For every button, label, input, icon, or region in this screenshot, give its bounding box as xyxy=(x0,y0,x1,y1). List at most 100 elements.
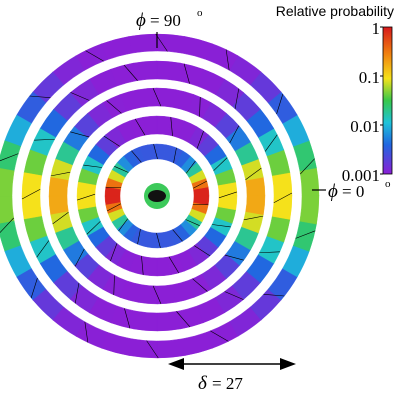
ring-2-marker xyxy=(105,186,122,189)
ring-2-marker xyxy=(118,218,128,232)
ring-2-marker xyxy=(193,180,207,189)
center-hub xyxy=(144,183,170,209)
ring-3-marker xyxy=(168,256,180,274)
ring-6-marker xyxy=(84,321,89,343)
ring-5-marker xyxy=(124,308,131,329)
ring-3-marker xyxy=(196,130,204,149)
ring-6-marker xyxy=(225,49,230,71)
ring-3-marker xyxy=(212,224,231,228)
ring-4-marker xyxy=(152,87,162,107)
ring-3-marker xyxy=(170,117,173,137)
ring-3-marker xyxy=(86,221,101,235)
ring-5-marker xyxy=(176,311,191,328)
colorbar-gradient xyxy=(382,26,393,175)
ring-4-sector xyxy=(245,195,266,215)
ring-4-marker xyxy=(152,285,162,305)
hub-core xyxy=(148,190,166,202)
ring-5-marker xyxy=(34,138,55,141)
ring-2-marker xyxy=(156,232,161,248)
ring-5-marker xyxy=(123,64,138,81)
ring-3-marker xyxy=(218,191,237,199)
ring-6-sector xyxy=(128,33,158,54)
ring-3-marker xyxy=(141,255,144,275)
ring-3-marker xyxy=(134,118,146,136)
ring-5-sector xyxy=(132,60,158,82)
ring-6-marker xyxy=(85,50,104,62)
delta-symbol: δ xyxy=(198,373,208,392)
ring-6-marker xyxy=(29,95,51,98)
ring-sectors xyxy=(0,33,320,359)
ring-4-marker xyxy=(229,125,240,144)
ring-5-marker xyxy=(234,88,240,109)
colorbar-title: Relative probability xyxy=(276,3,394,19)
ring-6-sector xyxy=(292,220,317,252)
colorbar-tick-label: 0.1 xyxy=(359,68,380,87)
ring-6-marker xyxy=(0,153,19,162)
ring-6-sector xyxy=(128,338,158,359)
ring-6-sector xyxy=(156,33,186,54)
ring-5-marker xyxy=(224,291,244,300)
ring-6-sector xyxy=(0,195,15,225)
ring-2-marker xyxy=(172,229,183,242)
ring-5-sector xyxy=(156,310,182,332)
ring-4-marker xyxy=(106,100,122,114)
ring-3-marker xyxy=(103,135,120,147)
ring-6-marker xyxy=(210,330,229,342)
colorbar-ticks: 1 0.1 0.01 0.001 xyxy=(342,19,383,185)
colorbar-tick-label: 0.001 xyxy=(342,166,380,185)
ring-4-sector xyxy=(156,87,176,108)
ring-6-sector xyxy=(181,36,213,61)
ring-5-marker xyxy=(183,63,190,84)
colorbar-tick-label: 1 xyxy=(372,19,381,38)
ring-3-marker xyxy=(83,164,102,168)
ring-6-marker xyxy=(146,340,159,359)
ring-5-sector xyxy=(271,171,293,197)
ring-6-marker xyxy=(300,158,315,175)
ring-2-marker xyxy=(192,203,209,206)
ring-6-marker xyxy=(30,277,38,299)
ring-5-marker xyxy=(70,92,90,101)
ring-4-marker xyxy=(199,97,201,117)
ring-4-sector xyxy=(48,177,69,197)
ring-5-sector xyxy=(21,172,43,197)
delta-arrow-right-head xyxy=(280,358,296,370)
ring-6-sector xyxy=(156,338,186,359)
ring-4-marker xyxy=(52,211,69,225)
phi-top-label: = 90 xyxy=(150,11,181,30)
delta-arrow-left-head xyxy=(168,358,184,370)
ring-3-marker xyxy=(110,243,118,262)
ring-2-marker xyxy=(107,203,121,212)
ring-6-sector xyxy=(0,140,22,172)
ring-3-marker xyxy=(77,193,96,201)
ring-2-marker xyxy=(153,144,158,160)
ring-5-sector xyxy=(156,60,181,82)
ring-5-marker xyxy=(74,283,80,304)
ring-2-marker xyxy=(173,147,177,163)
ring-4-marker xyxy=(245,167,262,181)
ring-5-marker xyxy=(21,189,41,200)
delta-label: = 27 xyxy=(212,374,243,392)
phi-top-degree: o xyxy=(197,7,203,19)
colorbar-tick-label: 0.01 xyxy=(350,117,380,136)
ring-5-marker xyxy=(36,240,50,258)
ring-5-marker xyxy=(264,134,278,152)
ring-4-sector xyxy=(138,284,158,305)
ring-4-marker xyxy=(243,215,264,221)
ring-3-marker xyxy=(194,245,211,257)
phi-top-symbol: ϕ xyxy=(136,10,146,31)
ring-4-marker xyxy=(50,171,71,177)
phi-right-label: = 0 xyxy=(342,182,364,201)
ring-6-sector xyxy=(299,195,320,225)
ring-2-sector xyxy=(193,195,210,206)
ring-5-sector xyxy=(271,195,293,220)
ring-2-marker xyxy=(114,166,129,173)
phi-right-symbol: ϕ xyxy=(328,181,338,202)
ring-6-marker xyxy=(263,294,285,297)
ring-6-marker xyxy=(276,93,284,115)
ring-6-sector xyxy=(0,168,15,197)
ring-5-marker xyxy=(273,192,293,203)
ring-4-marker xyxy=(70,131,90,138)
ring-6-sector xyxy=(101,331,133,356)
